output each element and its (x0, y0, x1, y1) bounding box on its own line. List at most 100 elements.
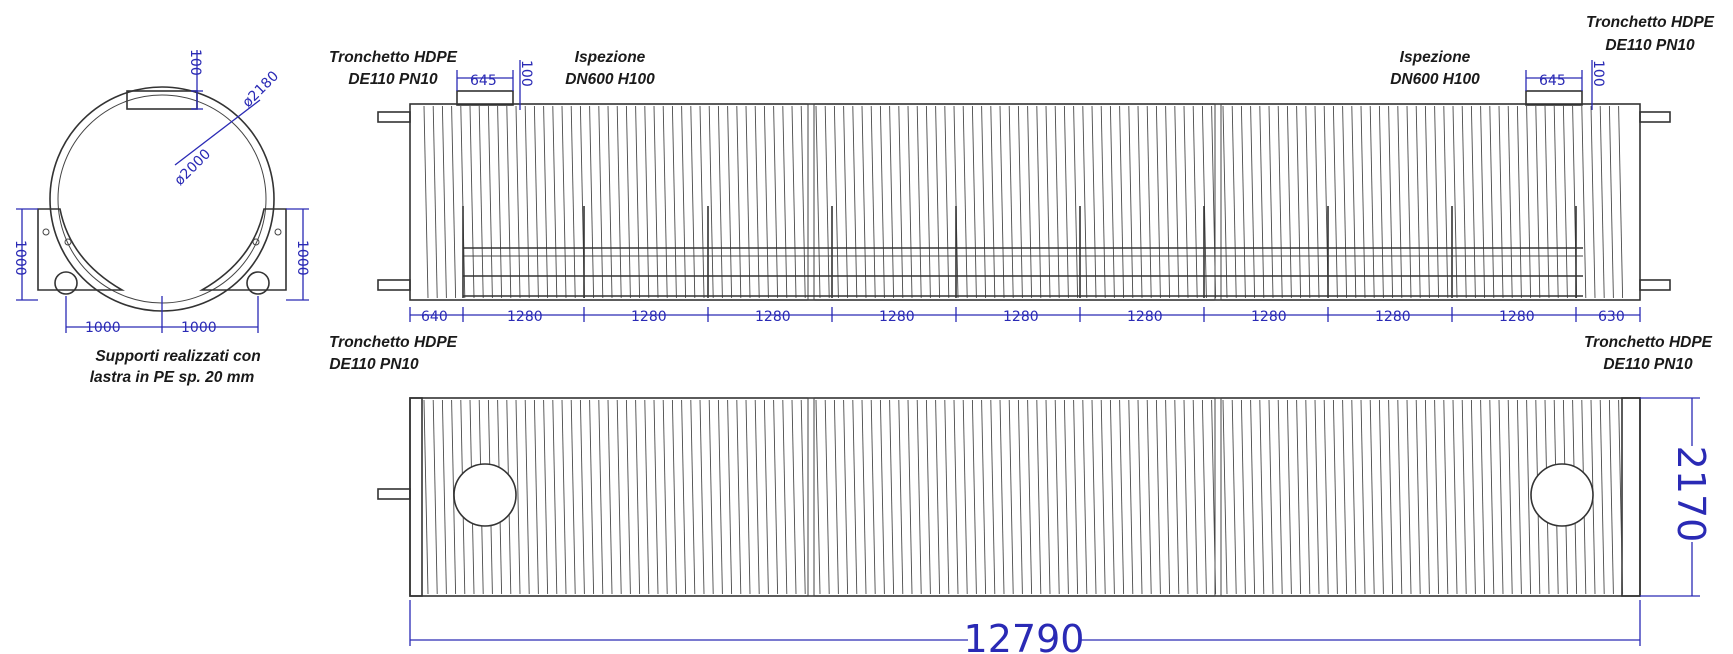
corrugation-line (745, 105, 751, 299)
corrugation-line (1137, 105, 1143, 299)
corrugation-line (1406, 399, 1412, 595)
corrugation-line (824, 399, 830, 595)
corrugation-line (524, 105, 530, 299)
corrugation-line (898, 399, 904, 595)
corrugation-line (981, 399, 987, 595)
corrugation-line (1323, 399, 1329, 595)
corrugation-line (441, 105, 447, 299)
right-support-width-dim: 1000 (181, 320, 217, 336)
corrugation-line (1174, 105, 1180, 299)
corrugation-line (690, 105, 696, 299)
segment-dim-7: 1280 (1127, 309, 1163, 325)
corrugation-line (916, 105, 922, 299)
corrugation-line (1332, 399, 1338, 595)
corrugation-line (1286, 105, 1292, 299)
segment-dim-11: 630 (1598, 309, 1625, 325)
corrugation-line (635, 105, 641, 299)
corrugation-line (944, 105, 950, 299)
corrugation-line (543, 399, 549, 595)
corrugation-line (1201, 399, 1207, 595)
corrugation-line (1183, 399, 1189, 595)
corrugation-line (1470, 105, 1476, 299)
corrugation-line (1036, 399, 1042, 595)
corrugation-line (907, 105, 913, 299)
corrugation-line (579, 399, 585, 595)
corrugation-line (736, 105, 742, 299)
inspection-riser-section (126, 90, 198, 110)
corrugation-line (1240, 399, 1246, 595)
label-stub-bottom-right-2: DE110 PN10 (1603, 356, 1693, 373)
total-length-dim: 12790 (964, 617, 1085, 654)
corrugation-line (662, 399, 668, 595)
corrugation-line (1342, 105, 1348, 299)
label-stub-top-left-1: Tronchetto HDPE (329, 49, 458, 66)
corrugation-line (524, 399, 530, 595)
corrugation-line (1498, 105, 1504, 299)
elevation-stub-bottom-right (1639, 279, 1671, 291)
corrugation-line (469, 105, 475, 299)
corrugation-line (727, 399, 733, 595)
corrugation-line (824, 105, 830, 299)
corrugation-line (662, 105, 668, 299)
corrugation-line (1608, 105, 1614, 299)
elevation-corrugations (423, 105, 1624, 299)
corrugation-line (999, 105, 1005, 299)
corrugation-line (460, 105, 466, 299)
corrugation-line (1498, 399, 1504, 595)
corrugation-line (1045, 105, 1051, 299)
corrugation-line (451, 105, 457, 299)
segment-dim-1: 640 (421, 309, 448, 325)
segment-dimension-ticks (409, 307, 1641, 322)
elevation-inspection-left (456, 90, 514, 106)
corrugation-line (515, 399, 521, 595)
plan-inspection-left (453, 463, 517, 527)
corrugation-line (1008, 399, 1014, 595)
corrugation-line (1443, 105, 1449, 299)
corrugation-line (782, 105, 788, 299)
corrugation-line (1231, 105, 1237, 299)
corrugation-line (506, 105, 512, 299)
corrugation-line (1063, 105, 1069, 299)
corrugation-line (1174, 399, 1180, 595)
corrugation-line (635, 399, 641, 595)
corrugation-line (708, 105, 714, 299)
elevation-stub-top-left (377, 111, 411, 123)
corrugation-line (1091, 399, 1097, 595)
left-support-height-dim: 1000 (12, 240, 28, 276)
corrugation-line (1443, 399, 1449, 595)
corrugation-line (616, 105, 622, 299)
corrugation-line (1146, 105, 1152, 299)
corrugation-line (1544, 105, 1550, 299)
corrugation-line (1305, 399, 1311, 595)
right-support-hole (246, 271, 270, 295)
corrugation-line (727, 105, 733, 299)
corrugation-line (1277, 105, 1283, 299)
corrugation-line (815, 105, 821, 299)
corrugation-line (1305, 105, 1311, 299)
corrugation-line (1017, 105, 1023, 299)
corrugation-line (1332, 105, 1338, 299)
corrugation-line (1045, 399, 1051, 595)
corrugation-line (1296, 399, 1302, 595)
corrugation-line (1119, 105, 1125, 299)
corrugation-line (1378, 399, 1384, 595)
corrugation-line (1351, 399, 1357, 595)
corrugation-line (843, 399, 849, 595)
segment-dim-3: 1280 (631, 309, 667, 325)
corrugation-line (1618, 105, 1624, 299)
corrugation-line (1211, 105, 1217, 299)
inspection-height-left-dim: 100 (518, 60, 534, 87)
corrugation-line (861, 105, 867, 299)
corrugation-line (1222, 399, 1228, 595)
corrugation-line (754, 105, 760, 299)
corrugation-line (1434, 399, 1440, 595)
corrugation-line (432, 399, 438, 595)
corrugation-line (1397, 399, 1403, 595)
corrugation-line (1128, 105, 1134, 299)
corrugation-line (717, 399, 723, 595)
inspection-offset-left-dim: 645 (470, 73, 497, 89)
corrugation-line (1183, 105, 1189, 299)
corrugation-line (1342, 399, 1348, 595)
corrugation-line (944, 399, 950, 595)
